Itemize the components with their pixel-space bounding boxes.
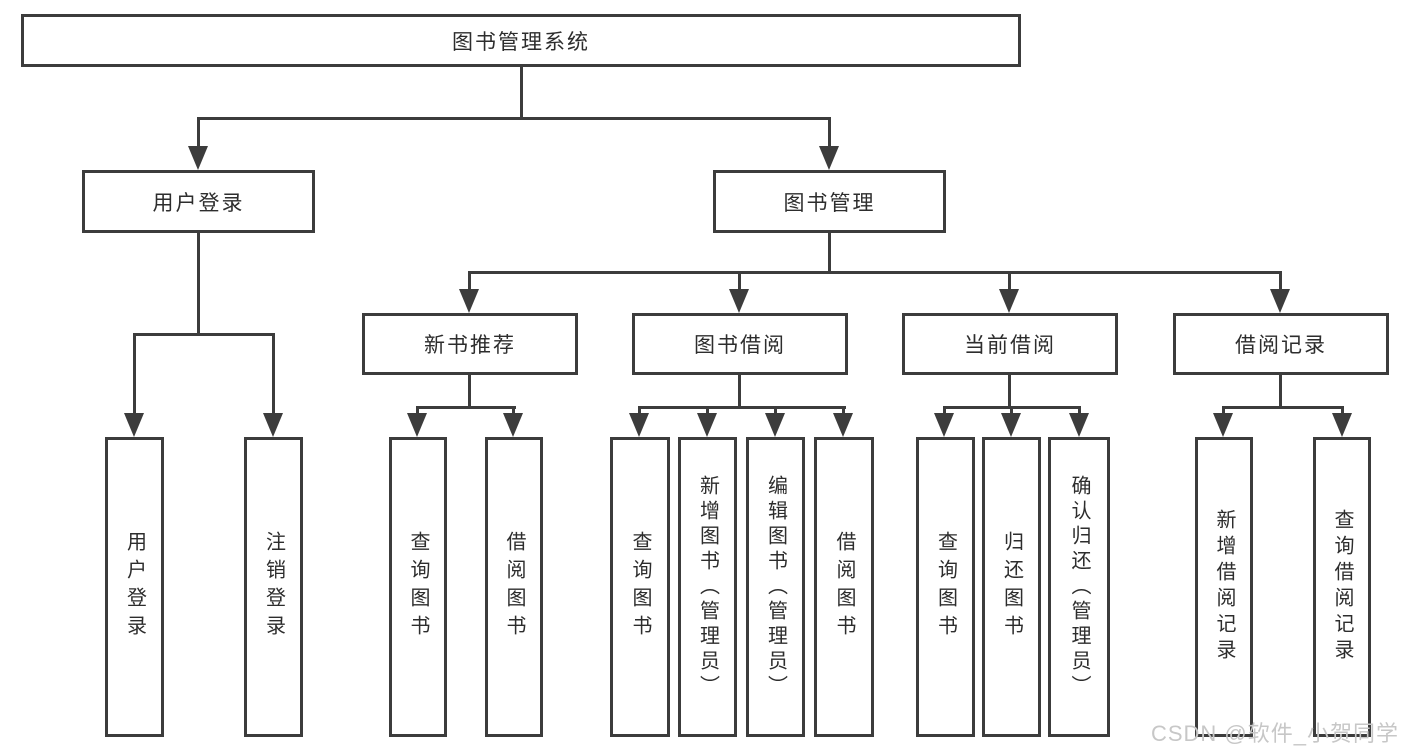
arrowhead-down-icon (1001, 413, 1021, 437)
arrowhead-down-icon (188, 146, 208, 170)
node-borrowing-records: 借阅记录 (1173, 313, 1389, 375)
connector-line (468, 271, 1282, 274)
connector-line (638, 406, 846, 409)
arrowhead-down-icon (729, 289, 749, 313)
connector-line (842, 406, 845, 418)
connector-line (828, 233, 831, 274)
arrowhead-down-icon (934, 413, 954, 437)
node-leaf-query-books-3: 查询图书 (916, 437, 975, 737)
connector-line (1008, 375, 1011, 409)
node-new-book-recommend: 新书推荐 (362, 313, 578, 375)
node-book-borrowing: 图书借阅 (632, 313, 848, 375)
node-leaf-query-books-1: 查询图书 (389, 437, 447, 737)
connector-line (1279, 375, 1282, 409)
connector-line (774, 406, 777, 418)
arrowhead-down-icon (503, 413, 523, 437)
node-current-borrowing: 当前借阅 (902, 313, 1118, 375)
connector-line (520, 66, 523, 119)
connector-line (738, 271, 741, 293)
connector-line (416, 406, 419, 418)
node-leaf-logout: 注销登录 (244, 437, 303, 737)
watermark: CSDN @软件_小贺同学 (1150, 721, 1399, 746)
connector-line (943, 406, 946, 418)
arrowhead-down-icon (765, 413, 785, 437)
node-leaf-confirm-return-admin: 确认归还（管理员） (1048, 437, 1110, 737)
connector-line (828, 117, 831, 149)
connector-line (1010, 406, 1013, 418)
connector-line (133, 333, 136, 415)
arrowhead-down-icon (819, 146, 839, 170)
node-leaf-edit-books-admin: 编辑图书（管理员） (746, 437, 805, 737)
arrowhead-down-icon (459, 289, 479, 313)
connector-line (738, 375, 741, 409)
connector-line (638, 406, 641, 418)
arrowhead-down-icon (833, 413, 853, 437)
arrowhead-down-icon (629, 413, 649, 437)
node-leaf-borrow-books-2: 借阅图书 (814, 437, 874, 737)
node-leaf-borrow-books-1: 借阅图书 (485, 437, 543, 737)
arrowhead-down-icon (407, 413, 427, 437)
node-leaf-query-borrow-record: 查询借阅记录 (1313, 437, 1371, 737)
connector-line (468, 375, 471, 409)
connector-line (197, 117, 831, 120)
connector-line (197, 117, 200, 149)
arrowhead-down-icon (697, 413, 717, 437)
node-leaf-query-books-2: 查询图书 (610, 437, 670, 737)
connector-line (197, 233, 200, 336)
connector-line (468, 271, 471, 293)
connector-line (1008, 271, 1011, 293)
connector-line (133, 333, 275, 336)
node-book-management-branch: 图书管理 (713, 170, 946, 233)
node-root: 图书管理系统 (21, 14, 1021, 67)
connector-line (1279, 271, 1282, 293)
arrowhead-down-icon (263, 413, 283, 437)
node-leaf-add-books-admin: 新增图书（管理员） (678, 437, 737, 737)
connector-line (512, 406, 515, 418)
node-leaf-return-books: 归还图书 (982, 437, 1041, 737)
connector-line (1341, 406, 1344, 418)
connector-line (1078, 406, 1081, 418)
connector-line (272, 333, 275, 415)
node-user-login-branch: 用户登录 (82, 170, 315, 233)
arrowhead-down-icon (999, 289, 1019, 313)
arrowhead-down-icon (1332, 413, 1352, 437)
connector-line (1222, 406, 1344, 409)
connector-line (1222, 406, 1225, 418)
arrowhead-down-icon (1213, 413, 1233, 437)
arrowhead-down-icon (124, 413, 144, 437)
node-leaf-add-borrow-record: 新增借阅记录 (1195, 437, 1253, 737)
arrowhead-down-icon (1069, 413, 1089, 437)
connector-line (706, 406, 709, 418)
node-leaf-user-login: 用户登录 (105, 437, 164, 737)
connector-line (416, 406, 516, 409)
arrowhead-down-icon (1270, 289, 1290, 313)
